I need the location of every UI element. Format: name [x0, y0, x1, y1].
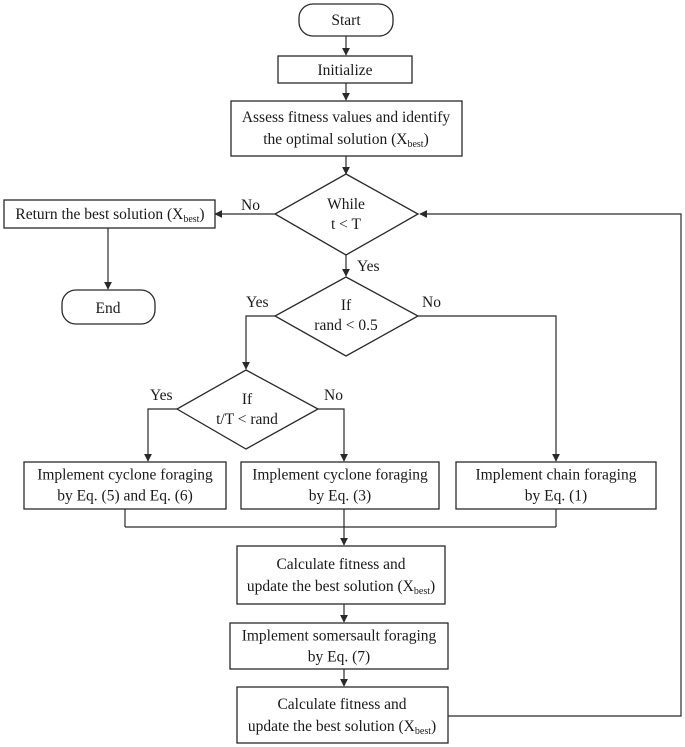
somersault-box [229, 622, 449, 670]
chain-eq1-box [455, 461, 657, 510]
edge-ifratio-cyclone56 [144, 408, 177, 462]
while-label-line-2: t < T [331, 216, 362, 233]
ratio-yes-label: Yes [150, 387, 173, 404]
somersault-label-line-1: Implement somersault foraging [242, 628, 437, 645]
cyclone-eq3-box [240, 461, 440, 510]
return-best-label-line-1: Return the best solution (Xbest) [15, 206, 204, 225]
if-ratio-label-line-1: If [242, 391, 253, 408]
assess-label-line-2: the optimal solution (Xbest) [263, 131, 429, 150]
assess-box [230, 100, 463, 157]
rand-yes-label: Yes [246, 294, 269, 311]
while-no-label: No [241, 197, 260, 214]
ratio-no-label: No [324, 387, 343, 404]
calc1-label-line-1: Calculate fitness and [276, 556, 405, 573]
somersault-label-line-2: by Eq. (7) [308, 649, 370, 666]
chain-eq1-label-line-2: by Eq. (1) [525, 488, 587, 505]
if-rand-label-line-1: If [341, 297, 352, 314]
while-decision [273, 173, 420, 256]
start-label-line-1: Start [331, 12, 361, 29]
connectors [104, 36, 682, 717]
if-rand-decision [273, 276, 420, 357]
start-terminal [298, 3, 394, 37]
calc1-label-line-2: update the best solution (Xbest) [247, 578, 435, 597]
cyclone-eq3-label-line-2: by Eq. (3) [309, 488, 371, 505]
if-ratio-label-line-2: t/T < rand [216, 411, 278, 428]
return-box [3, 199, 216, 229]
calc2-label-line-1: Calculate fitness and [277, 696, 406, 713]
chain-eq1-label-line-1: Implement chain foraging [476, 467, 637, 484]
cyclone-eq56-box [23, 461, 227, 510]
cyclone-eq56-label-line-2: by Eq. (5) and Eq. (6) [57, 488, 193, 505]
edge-ifrand-chain [418, 315, 560, 462]
edge-ifratio-cyclone3 [318, 408, 348, 462]
edge-ifrand-ifratio [242, 315, 275, 370]
edge-labels: No Yes Yes No Yes No [150, 197, 441, 404]
if-ratio-decision [175, 369, 320, 450]
end-terminal [61, 289, 156, 325]
rand-no-label: No [422, 294, 441, 311]
assess-label-line-1: Assess fitness values and identify [242, 109, 451, 126]
cyclone-eq56-label-line-1: Implement cyclone foraging [37, 467, 213, 484]
initialize-label-line-1: Initialize [317, 62, 372, 79]
calc2-box [236, 686, 449, 744]
shapes [3, 3, 657, 744]
calc2-label-line-2: update the best solution (Xbest) [248, 718, 436, 737]
edge-loop-back [419, 210, 682, 717]
calc1-box [236, 545, 446, 605]
while-label-line-1: While [327, 196, 365, 213]
initialize-box [277, 55, 413, 84]
while-yes-label: Yes [357, 258, 380, 275]
cyclone-eq3-label-line-1: Implement cyclone foraging [252, 467, 428, 484]
if-rand-label-line-2: rand < 0.5 [314, 317, 378, 334]
end-label-line-1: End [96, 300, 121, 317]
